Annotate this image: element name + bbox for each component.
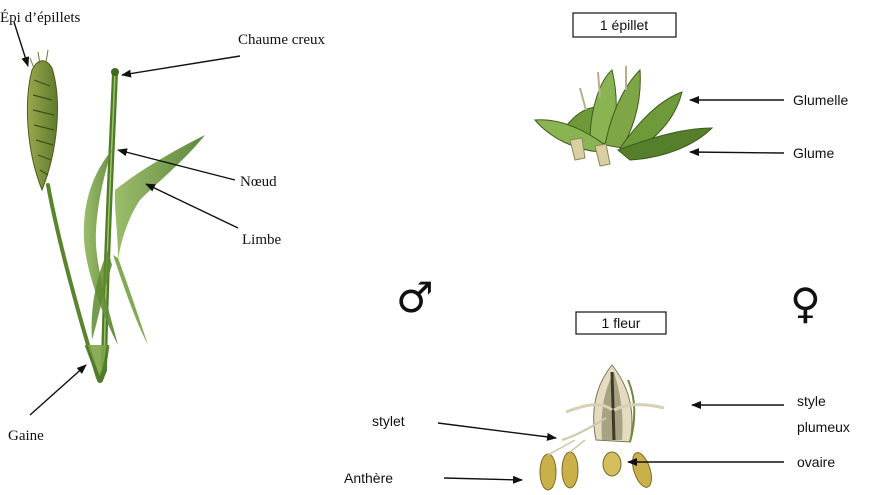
arrow-stylet [438, 423, 556, 438]
label-plumeux: plumeux [797, 419, 850, 435]
label-epillet-box: 1 épillet [600, 17, 648, 33]
label-stylet: stylet [372, 413, 405, 429]
arrow-glume [690, 152, 784, 153]
female-symbol-icon: ♀ [790, 279, 821, 328]
label-noeud: Nœud [240, 174, 277, 190]
label-limbe: Limbe [242, 232, 281, 248]
arrow-gaine [30, 365, 86, 415]
wheat-plant-illustration [27, 50, 205, 380]
label-ovaire: ovaire [797, 454, 835, 470]
label-fleur-box: 1 fleur [602, 315, 641, 331]
label-gaine: Gaine [8, 428, 44, 444]
label-chaume: Chaume creux [238, 32, 326, 48]
arrow-epi [14, 22, 28, 66]
male-symbol-icon: ♂ [396, 273, 434, 322]
label-epi: Épi d’épillets [0, 9, 81, 26]
label-anthere: Anthère [344, 470, 393, 486]
label-glume: Glume [793, 145, 834, 161]
label-glumelle: Glumelle [793, 92, 848, 108]
arrow-anthere [444, 478, 522, 480]
wheat-spike [27, 50, 57, 190]
flower-illustration [540, 365, 664, 490]
arrow-limbe [146, 184, 238, 228]
spikelet-illustration [535, 66, 712, 166]
label-style: style [797, 393, 826, 409]
arrow-chaume [122, 56, 240, 75]
leader-lines [14, 22, 784, 480]
